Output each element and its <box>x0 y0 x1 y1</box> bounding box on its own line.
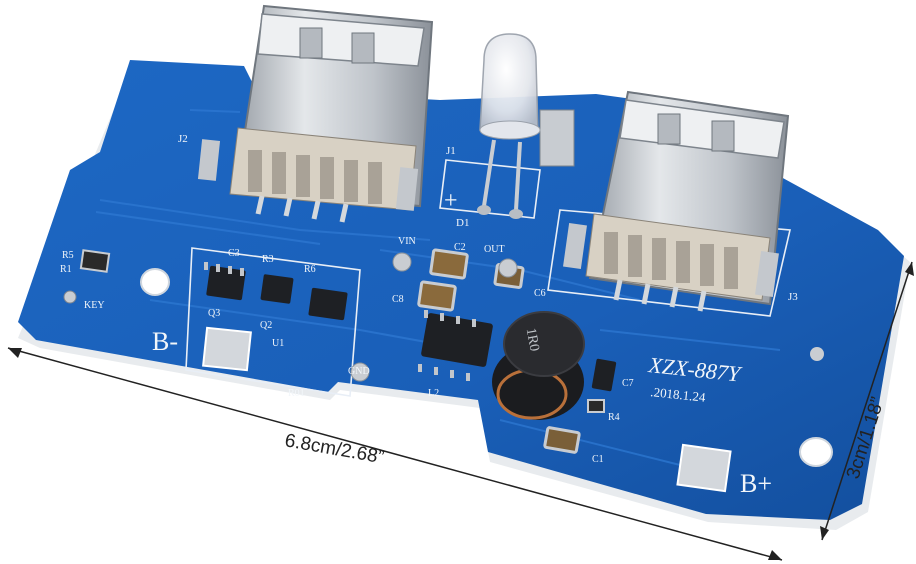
ic-pins <box>204 262 476 381</box>
label-c2: C2 <box>454 242 466 253</box>
label-r4: R4 <box>608 412 620 423</box>
label-q2: Q2 <box>260 320 272 331</box>
label-out: OUT <box>484 244 505 255</box>
inductor-marking: 1R0 <box>523 327 542 353</box>
b-plus-pad <box>676 443 732 493</box>
via-right <box>810 347 824 361</box>
label-key: KEY <box>84 300 105 311</box>
label-gnd: GND <box>348 366 370 377</box>
label-r3: R3 <box>262 254 274 265</box>
via-key <box>63 290 77 304</box>
board-date: .2018.1.24 <box>650 384 707 405</box>
mounting-hole-right <box>799 437 833 467</box>
label-c1: C1 <box>592 454 604 465</box>
label-q3: Q3 <box>208 308 220 319</box>
test-pads <box>350 252 518 382</box>
led-d1 <box>477 33 575 219</box>
dimension-height <box>820 261 914 541</box>
label-plus: + <box>444 188 458 214</box>
b-minus-pad <box>202 326 252 372</box>
width-label: 6.8cm/2.68” <box>283 430 385 468</box>
label-c6: C6 <box>534 288 546 299</box>
dimension-width <box>7 347 783 561</box>
label-r01: R01 <box>288 388 305 399</box>
label-d1: D1 <box>456 217 469 229</box>
label-l2: L2 <box>428 388 439 399</box>
label-c3: C3 <box>228 248 240 259</box>
label-b-plus: B+ <box>740 469 772 498</box>
label-r1: R1 <box>60 264 72 275</box>
label-r6: R6 <box>304 264 316 275</box>
usb-port-j2 <box>197 4 434 223</box>
label-j2: J2 <box>178 133 188 145</box>
mounting-hole-left <box>140 268 170 296</box>
label-j1: J1 <box>446 145 456 157</box>
label-c7: C7 <box>622 378 634 389</box>
inductor-l2 <box>492 311 585 420</box>
label-j3: J3 <box>788 291 798 303</box>
label-c8: C8 <box>392 294 404 305</box>
usb-port-j3 <box>563 90 790 312</box>
label-vin: VIN <box>398 236 416 247</box>
label-b-minus: B- <box>152 327 178 356</box>
label-u1: U1 <box>272 338 284 349</box>
label-r5: R5 <box>62 250 74 261</box>
